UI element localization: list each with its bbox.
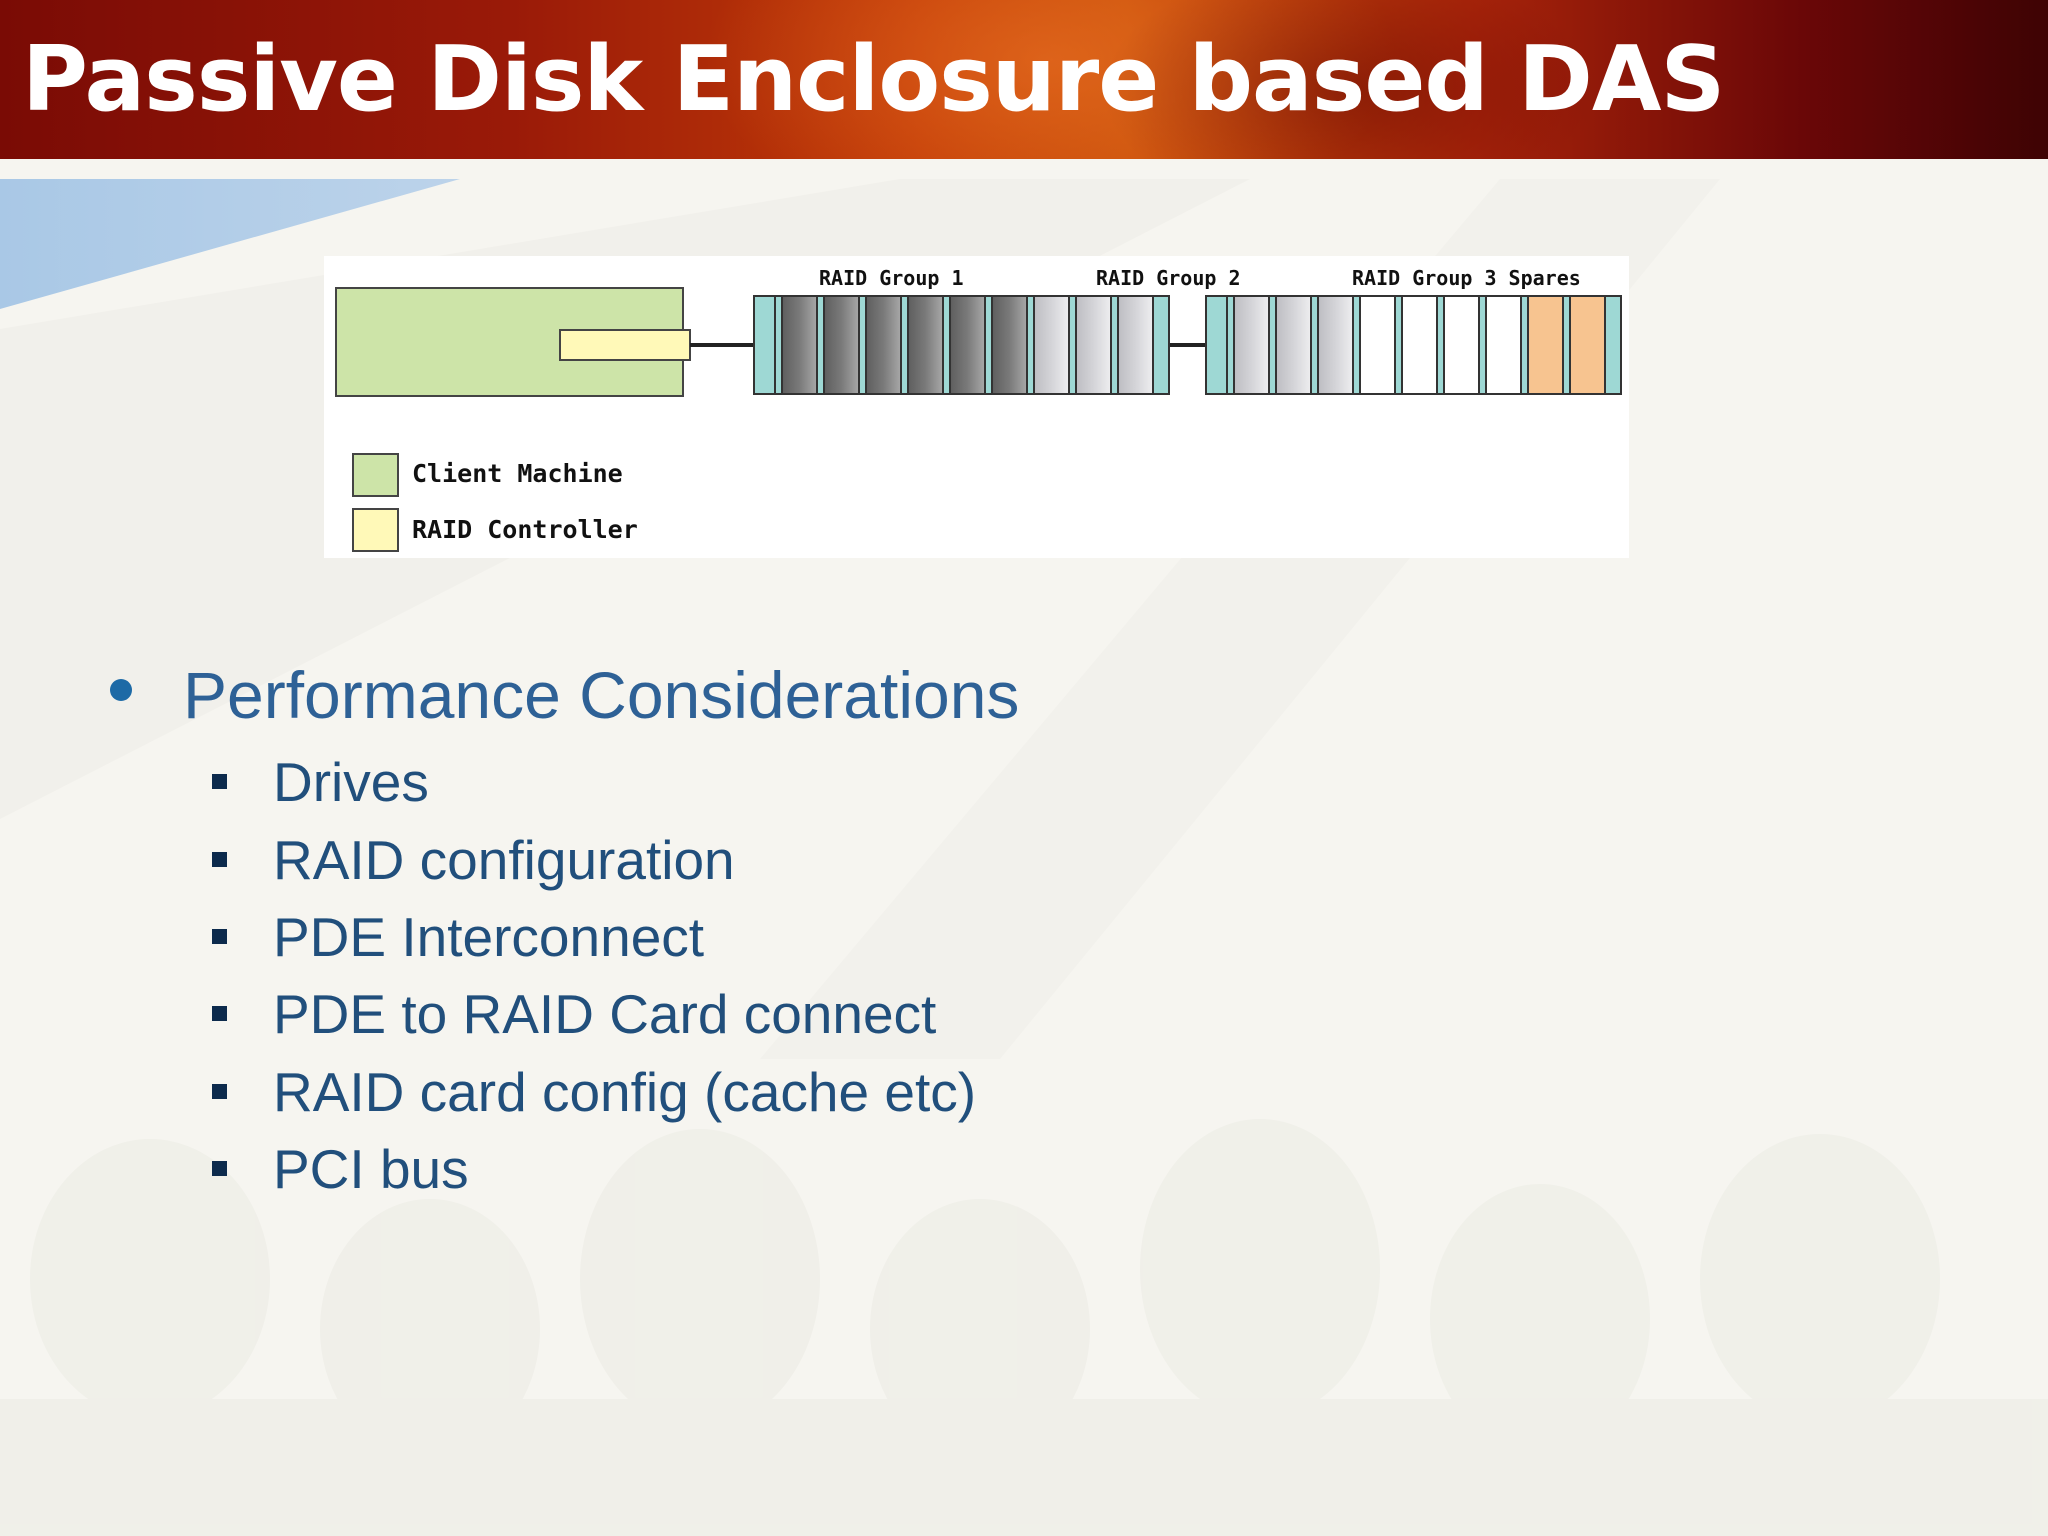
disk-spare bbox=[1569, 295, 1606, 395]
disk-raid-group-3 bbox=[1401, 295, 1438, 395]
disk-enclosure-1 bbox=[753, 295, 1170, 395]
sub-bullet-text: PDE to RAID Card connect bbox=[273, 983, 937, 1045]
sub-bullet-text: RAID configuration bbox=[273, 829, 735, 891]
disk-spare bbox=[1527, 295, 1564, 395]
square-bullet-icon bbox=[212, 1084, 227, 1099]
sub-bullet-text: PDE Interconnect bbox=[273, 906, 705, 968]
disk-raid-group-1 bbox=[991, 295, 1028, 395]
title-bar: Passive Disk Enclosure based DAS bbox=[0, 0, 2048, 159]
raid-group-1-label: RAID Group 1 bbox=[819, 266, 964, 290]
disk-raid-group-3 bbox=[1359, 295, 1396, 395]
legend-client-machine-label: Client Machine bbox=[412, 459, 623, 488]
square-bullet-icon bbox=[212, 1006, 227, 1021]
sub-bullet-text: Drives bbox=[273, 751, 429, 813]
bullet-heading-text: Performance Considerations bbox=[183, 658, 1020, 732]
square-bullet-icon bbox=[212, 852, 227, 867]
legend-raid-controller-swatch bbox=[352, 508, 399, 552]
raid-group-3-spares-label: RAID Group 3 Spares bbox=[1352, 266, 1581, 290]
sub-bullet-text: RAID card config (cache etc) bbox=[273, 1061, 977, 1123]
disk-raid-group-2 bbox=[1075, 295, 1112, 395]
disk-enclosure-2 bbox=[1205, 295, 1622, 395]
disk-raid-group-2 bbox=[1317, 295, 1354, 395]
sub-bullet-text: PCI bus bbox=[273, 1138, 469, 1200]
disk-raid-group-3 bbox=[1485, 295, 1522, 395]
square-bullet-icon bbox=[212, 1161, 227, 1176]
disk-raid-group-2 bbox=[1117, 295, 1154, 395]
das-diagram: RAID Group 1 RAID Group 2 RAID Group 3 S… bbox=[324, 256, 1629, 558]
enclosure-right-cap bbox=[1604, 295, 1622, 395]
raid-group-2-label: RAID Group 2 bbox=[1096, 266, 1241, 290]
bullet-dot-icon bbox=[110, 679, 132, 701]
legend-client-machine-swatch bbox=[352, 453, 399, 497]
das-diagram-svg: RAID Group 1 RAID Group 2 RAID Group 3 S… bbox=[335, 266, 1622, 552]
slide-title: Passive Disk Enclosure based DAS bbox=[22, 27, 1725, 132]
square-bullet-icon bbox=[212, 929, 227, 944]
enclosure-right-cap bbox=[1152, 295, 1170, 395]
square-bullet-icon bbox=[212, 774, 227, 789]
disk-raid-group-2 bbox=[1275, 295, 1312, 395]
disk-raid-group-1 bbox=[949, 295, 986, 395]
legend-raid-controller-label: RAID Controller bbox=[412, 515, 638, 544]
